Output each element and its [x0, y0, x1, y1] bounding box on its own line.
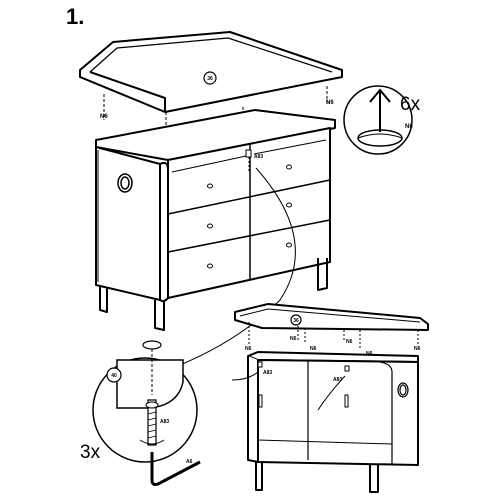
screw-part-label: N6 [405, 124, 413, 130]
svg-text:A83: A83 [263, 370, 272, 376]
step-number: 1. [66, 4, 84, 29]
screw-callout: N6 [343, 85, 413, 155]
small-fastener-guide-lines [248, 322, 419, 350]
small-side-porthole [397, 382, 409, 398]
svg-text:A83: A83 [333, 377, 342, 383]
side-porthole [117, 173, 133, 193]
allen-key-icon [150, 452, 201, 486]
fastener-label: N6 [326, 100, 334, 106]
drawer-knobs [207, 164, 292, 269]
small-fastener-label: N6 [346, 339, 353, 345]
small-fastener-label: N6 [414, 346, 421, 352]
screw-multiplier: 6x [400, 94, 421, 115]
svg-text:40: 40 [111, 373, 117, 379]
small-bracket-marker: A83 [257, 361, 272, 376]
allen-key-label: A6 [186, 459, 193, 465]
small-fastener-label: N6 [310, 346, 317, 352]
small-board-marker-icon: 36 [290, 314, 302, 326]
svg-text:A83: A83 [254, 154, 263, 160]
small-door-handles [258, 394, 349, 408]
detail-multiplier: 3x [80, 442, 101, 463]
board-marker-icon: 36 [203, 71, 217, 85]
bracket-marker: A83 [245, 149, 263, 172]
small-fastener-label: N6 [245, 346, 252, 352]
block-marker-icon: 40 [106, 367, 122, 383]
svg-text:36: 36 [293, 318, 299, 324]
small-dresser-cabinet [247, 351, 419, 493]
small-changing-top-board [234, 303, 429, 331]
bolt-label: A83 [160, 419, 169, 425]
small-bracket-arrows [231, 371, 346, 411]
svg-text:36: 36 [207, 76, 213, 82]
leg-detail-callout [92, 167, 296, 486]
fastener-label: N6 [100, 114, 108, 120]
dresser-cabinet [95, 109, 336, 331]
small-fastener-label: N6 [290, 336, 297, 342]
small-bracket-marker: A83 [333, 365, 350, 383]
